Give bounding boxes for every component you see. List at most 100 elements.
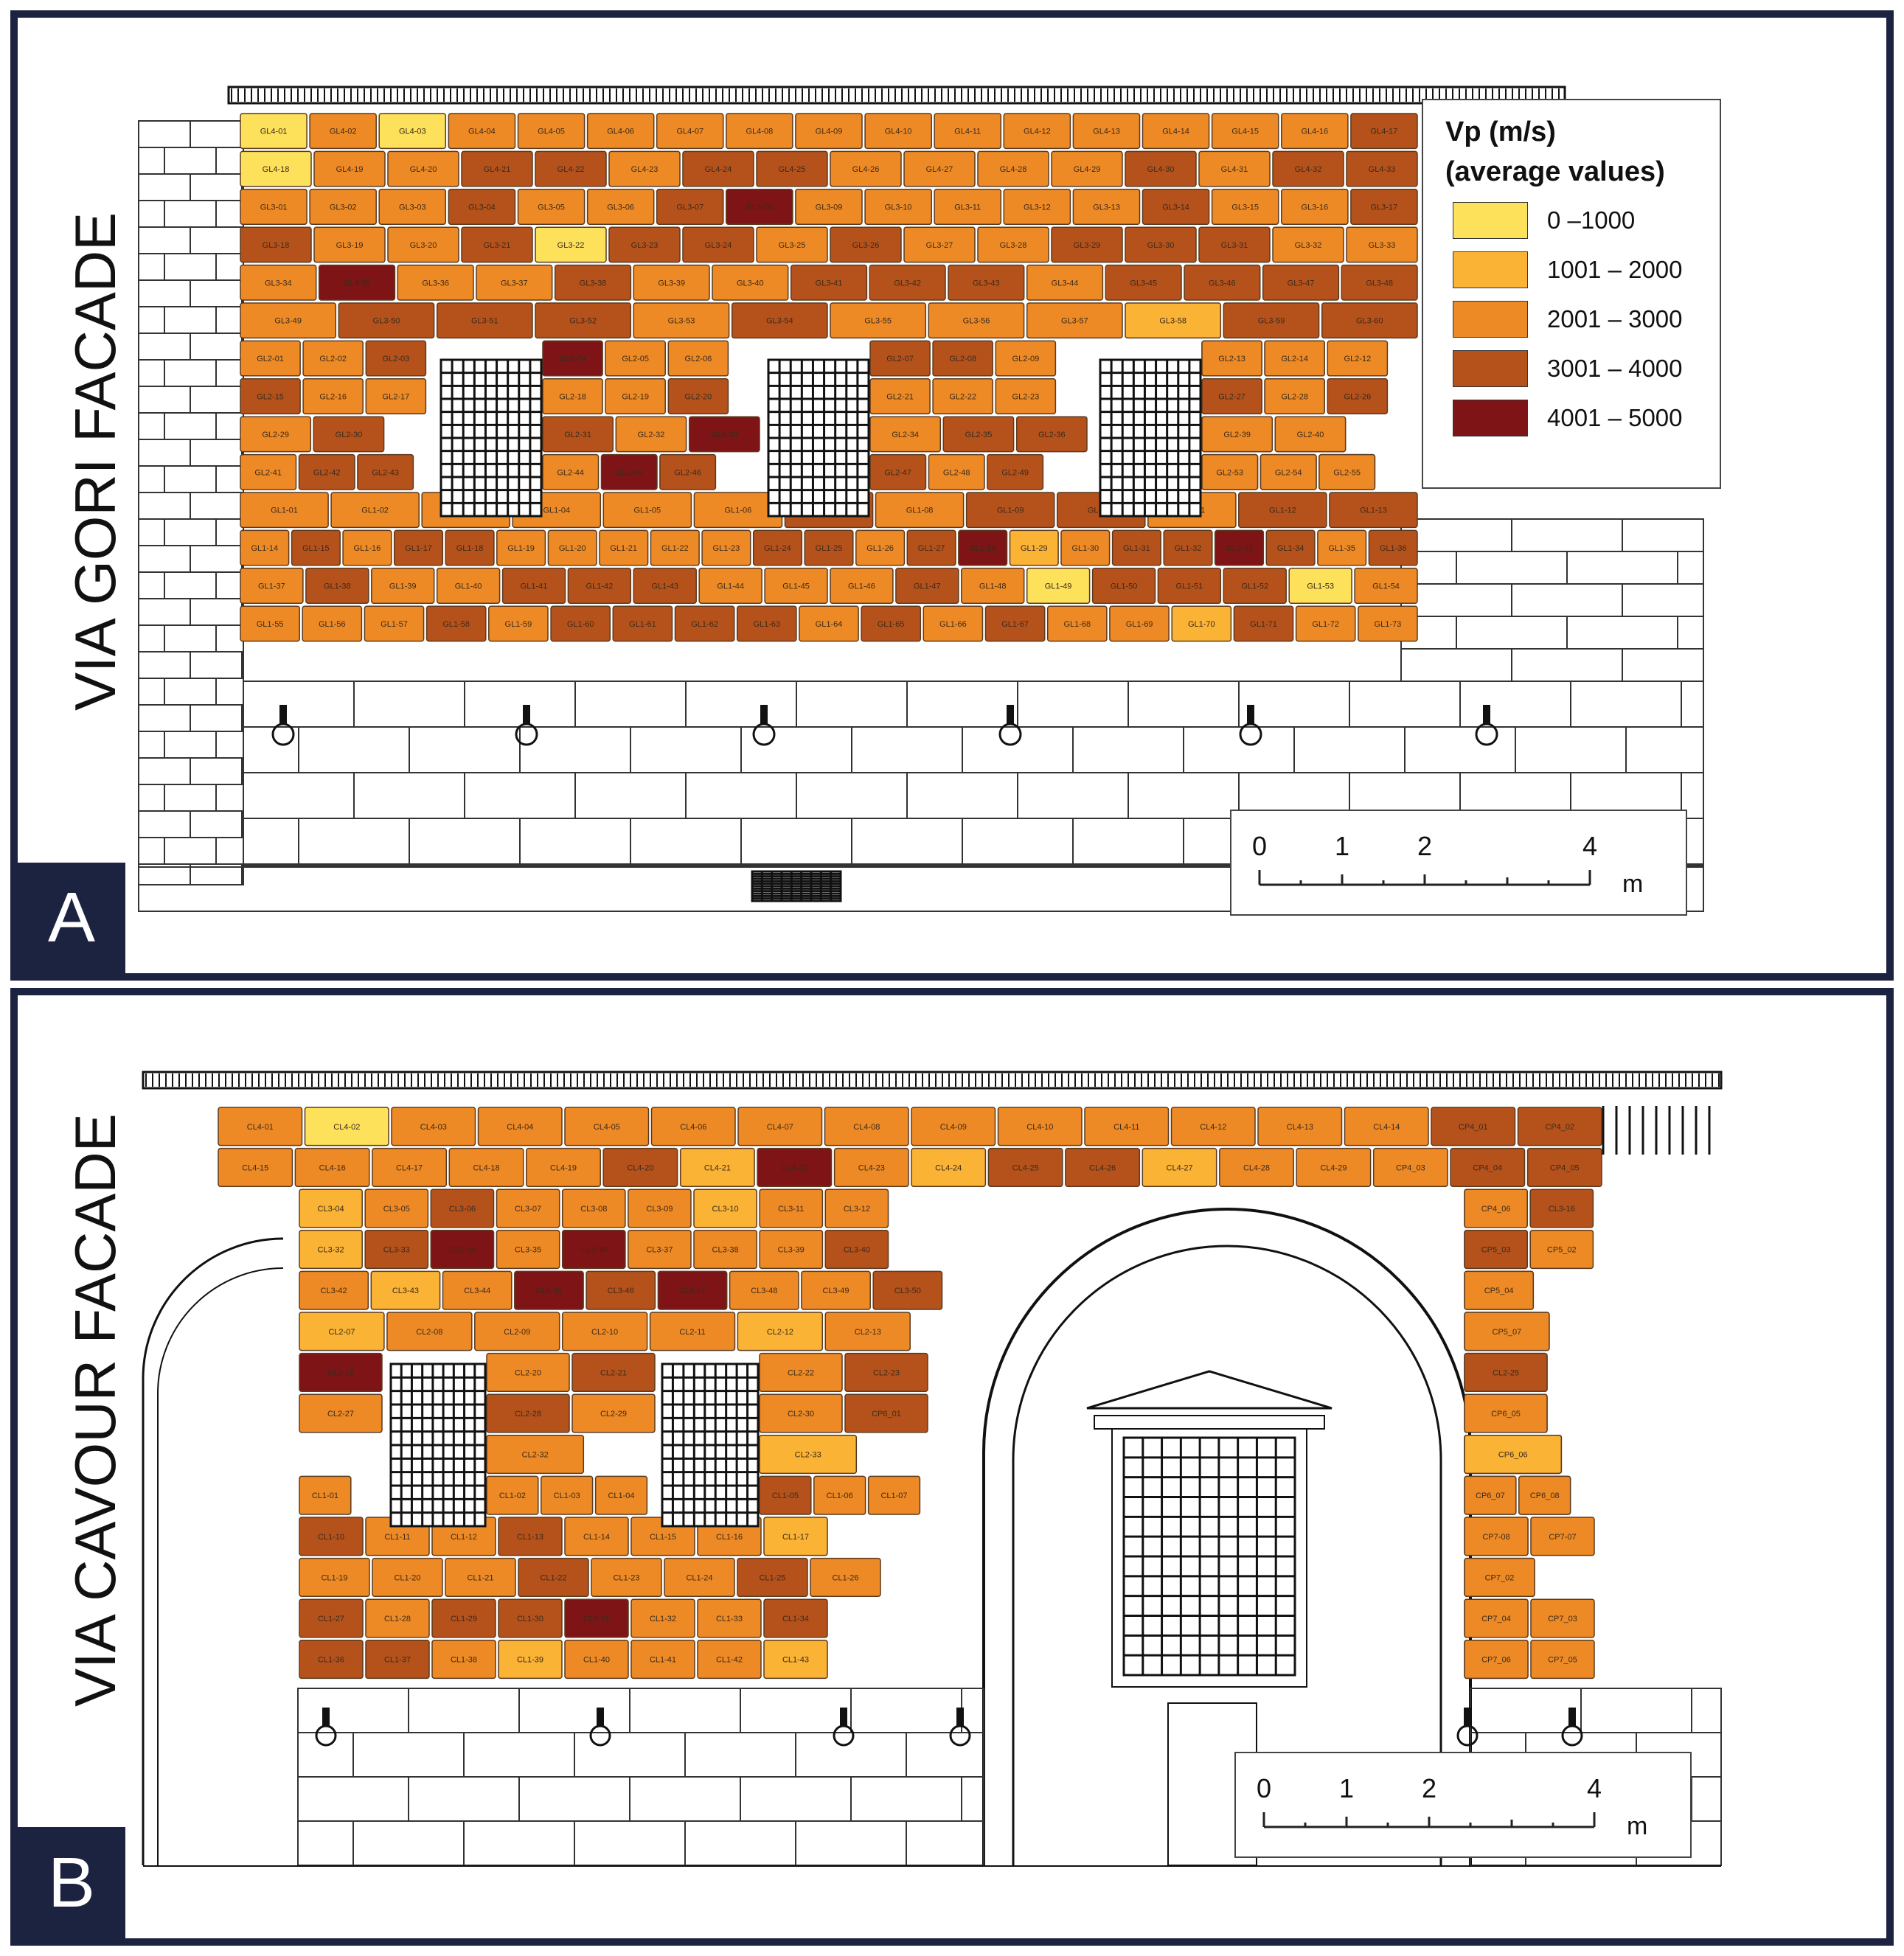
stone-label: GL1-20 — [559, 544, 586, 553]
stone-label: GL3-35 — [344, 279, 371, 288]
stone-block — [1464, 1352, 1548, 1392]
stone-block — [1272, 226, 1344, 263]
stone-block — [1026, 568, 1091, 604]
stone-block — [1288, 568, 1352, 604]
stone-label: CL1-30 — [517, 1615, 543, 1623]
legend: Vp (m/s) (average values) 0 –1000 1001 –… — [1422, 99, 1721, 489]
stone-block — [430, 1188, 495, 1228]
stone-CP5_07: CP5_07 — [1464, 1312, 1550, 1351]
stone-label: GL2-36 — [1038, 431, 1066, 439]
stone-label: CL1-21 — [467, 1573, 493, 1582]
stone-block — [1201, 340, 1262, 377]
stone-block — [542, 378, 603, 414]
stone-GL3-32: GL3-32 — [1272, 226, 1344, 263]
stone-block — [608, 226, 681, 263]
right-masonry-course — [1401, 616, 1703, 649]
stone-CL4-04: CL4-04 — [477, 1107, 563, 1146]
stone-block — [1350, 189, 1418, 225]
stone-CL1-04: CL1-04 — [594, 1475, 648, 1515]
stone-label: GL1-66 — [939, 620, 967, 629]
stone-label: CL1-04 — [608, 1492, 634, 1500]
stone-label: CL1-17 — [782, 1533, 809, 1542]
scale-unit: m — [1627, 1812, 1647, 1840]
stone-block — [628, 1230, 692, 1270]
stone-label: CL4-17 — [396, 1163, 423, 1172]
stone-CL4-27: CL4-27 — [1142, 1147, 1217, 1187]
stone-block — [371, 568, 435, 604]
stone-block — [1464, 1517, 1529, 1556]
stone-label: GL3-27 — [926, 241, 953, 250]
stone-GL2-08: GL2-08 — [932, 340, 993, 377]
stone-label: GL3-51 — [471, 317, 498, 326]
stone-GL1-71: GL1-71 — [1233, 605, 1294, 642]
stone-label: GL1-31 — [1123, 544, 1150, 553]
stone-block — [861, 605, 922, 642]
stone-block — [1214, 529, 1265, 566]
stone-label: GL2-07 — [886, 355, 914, 363]
stone-label: GL2-08 — [949, 355, 976, 363]
stone-GL1-53: GL1-53 — [1288, 568, 1352, 604]
stone-GL4-13: GL4-13 — [1072, 113, 1141, 150]
stone-CL2-23: CL2-23 — [844, 1352, 928, 1392]
stone-label: CL2-09 — [504, 1328, 530, 1337]
stone-block — [542, 453, 600, 490]
stone-block — [1003, 189, 1071, 225]
stone-GL1-06: GL1-06 — [693, 492, 783, 529]
stone-CP4_05: CP4_05 — [1526, 1147, 1602, 1187]
stone-GL3-57: GL3-57 — [1026, 302, 1123, 339]
stone-block — [1026, 264, 1104, 301]
stone-block — [1368, 529, 1418, 566]
stone-GL3-40: GL3-40 — [712, 264, 789, 301]
stone-block — [1003, 113, 1071, 150]
stone-label: CL3-39 — [778, 1246, 805, 1255]
stone-label: CL2-12 — [767, 1328, 793, 1337]
stone-GL3-19: GL3-19 — [313, 226, 386, 263]
stone-label: GL1-67 — [1001, 620, 1029, 629]
stone-CL1-21: CL1-21 — [445, 1557, 516, 1597]
stone-GL2-28: GL2-28 — [1264, 378, 1325, 414]
stone-label: CL1-25 — [759, 1573, 785, 1582]
stone-label: CL3-33 — [383, 1246, 410, 1255]
stone-block — [605, 378, 666, 414]
stone-label: GL3-18 — [263, 241, 290, 250]
stone-CL2-12: CL2-12 — [737, 1312, 824, 1351]
stone-block — [795, 189, 863, 225]
stone-label: GL3-29 — [1074, 241, 1101, 250]
stone-GL3-47: GL3-47 — [1262, 264, 1340, 301]
stone-block — [855, 529, 906, 566]
stone-CL1-10: CL1-10 — [299, 1517, 364, 1556]
stone-label: GL4-32 — [1295, 165, 1322, 174]
stone-label: GL2-55 — [1333, 468, 1361, 477]
stone-GL3-07: GL3-07 — [656, 189, 724, 225]
stone-block — [365, 378, 427, 414]
stone-CL1-02: CL1-02 — [486, 1475, 539, 1515]
stone-CL4-01: CL4-01 — [218, 1107, 303, 1146]
stone-label: CL3-06 — [449, 1205, 476, 1214]
brick-pier-course — [138, 492, 243, 519]
stone-label: CL2-27 — [327, 1410, 354, 1419]
stone-label: GL3-24 — [705, 241, 732, 250]
stone-GL1-26: GL1-26 — [855, 529, 906, 566]
stone-GL2-41: GL2-41 — [240, 453, 297, 490]
stone-GL3-44: GL3-44 — [1026, 264, 1104, 301]
stone-GL4-07: GL4-07 — [656, 113, 724, 150]
stone-block — [869, 340, 931, 377]
stone-GL2-43: GL2-43 — [357, 453, 414, 490]
stone-CL1-29: CL1-29 — [431, 1598, 496, 1638]
stone-label: GL3-36 — [422, 279, 449, 288]
stone-block — [830, 150, 902, 187]
stone-block — [1529, 1188, 1594, 1228]
stone-label: GL4-14 — [1162, 128, 1189, 136]
stone-CL4-09: CL4-09 — [911, 1107, 996, 1146]
window-grille-1 — [389, 1362, 487, 1528]
stone-block — [1350, 113, 1418, 150]
stone-label: CL3-16 — [1549, 1205, 1575, 1214]
cornice — [142, 1071, 1723, 1090]
stone-GL2-34: GL2-34 — [869, 416, 942, 453]
window-pediment — [1086, 1370, 1333, 1410]
stone-label: CL2-30 — [788, 1410, 814, 1419]
stone-label: CL4-09 — [940, 1123, 967, 1132]
stone-block — [313, 416, 385, 453]
stone-block — [240, 150, 312, 187]
stone-label: GL3-34 — [265, 279, 292, 288]
